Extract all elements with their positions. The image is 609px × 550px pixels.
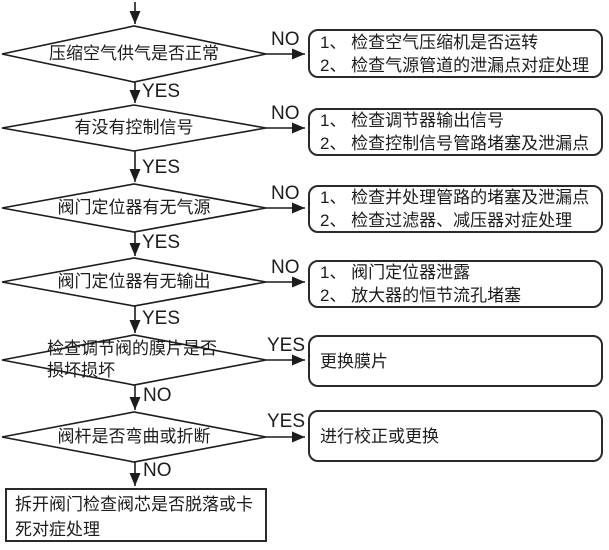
branch-label-yes-2: YES <box>142 157 181 178</box>
action-line: 更换膜片 <box>320 351 388 371</box>
branch-label-no-4: NO <box>271 257 300 278</box>
action-line: 2、 检查过滤器、减压器对症处理 <box>320 211 573 230</box>
decision-label-2: 有没有控制信号 <box>74 118 194 137</box>
branch-label-yes-5: YES <box>267 335 306 356</box>
action-box-6: 进行校正或更换 <box>308 410 603 462</box>
action-box-2: 1、 检查调节器输出信号 2、 检查控制信号管路堵塞及泄漏点 <box>308 108 603 156</box>
branch-label-yes-1: YES <box>142 81 181 102</box>
action-line: 1、 检查并处理管路的堵塞及泄漏点 <box>320 188 590 207</box>
branch-label-no-2: NO <box>271 103 300 124</box>
branch-label-yes-6: YES <box>267 411 306 432</box>
action-line: 1、 检查调节器输出信号 <box>320 111 505 130</box>
action-line: 1、 检查空气压缩机是否运转 <box>320 32 539 52</box>
branch-label-yes-4: YES <box>142 308 181 329</box>
decision-label-6: 阀杆是否弯曲或折断 <box>57 427 211 446</box>
action-box-1: 1、 检查空气压缩机是否运转 2、 检查气源管道的泄漏点对症处理 <box>308 29 603 78</box>
action-box-4: 1、 阀门定位器泄露 2、 放大器的恒节流孔堵塞 <box>308 260 603 308</box>
branch-label-no-3: NO <box>271 183 300 204</box>
action-line: 2、 检查气源管道的泄漏点对症处理 <box>320 55 590 75</box>
action-line: 1、 阀门定位器泄露 <box>320 263 471 282</box>
decision-label-5: 检查调节阀的膜片是否损坏损坏 <box>47 339 217 380</box>
action-box-5: 更换膜片 <box>308 335 603 387</box>
branch-label-yes-3: YES <box>142 232 181 253</box>
decision-label-4: 阀门定位器有无输出 <box>57 272 211 291</box>
terminal-box: 拆开阀门检查阀芯是否脱落或卡死对症处理 <box>5 488 267 542</box>
branch-label-no-6: NO <box>143 460 172 481</box>
action-line: 2、 检查控制信号管路堵塞及泄漏点 <box>320 134 590 153</box>
decision-label-1: 压缩空气供气是否正常 <box>49 44 219 63</box>
action-line: 2、 放大器的恒节流孔堵塞 <box>320 286 522 305</box>
action-line: 进行校正或更换 <box>320 426 439 446</box>
branch-label-no-1: NO <box>271 29 300 50</box>
decision-label-3: 阀门定位器有无气源 <box>57 198 211 217</box>
action-box-3: 1、 检查并处理管路的堵塞及泄漏点 2、 检查过滤器、减压器对症处理 <box>308 185 603 233</box>
branch-label-no-5: NO <box>143 385 172 406</box>
